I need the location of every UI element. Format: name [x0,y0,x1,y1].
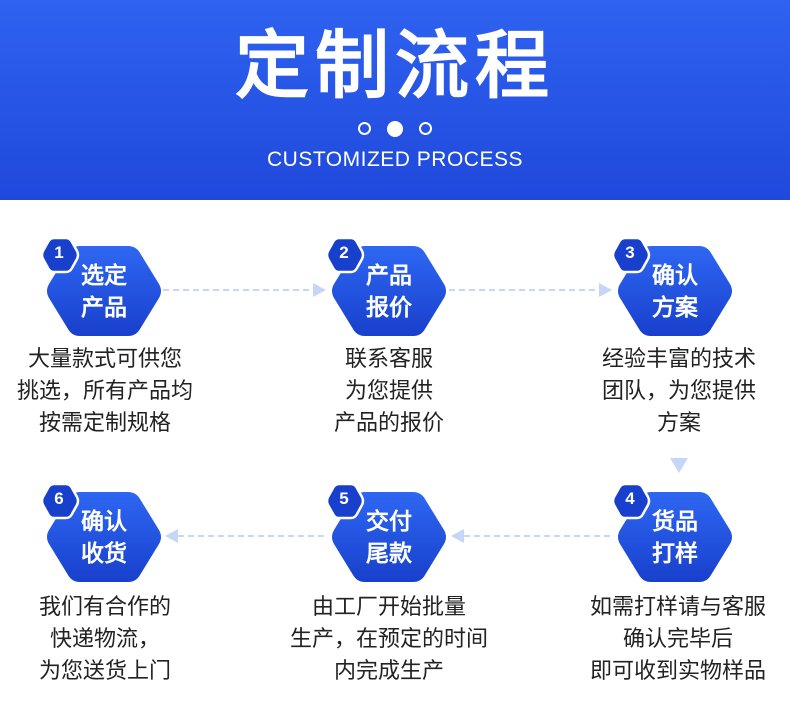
desc-line: 为您提供 [344,379,433,404]
step-1-description: 大量款式可供您 挑选，所有产品均 按需定制规格 [0,344,210,440]
step-label: 确认 收货 [44,506,164,570]
desc-line: 生产，在预定的时间 [289,627,488,652]
hexagon-shape [332,246,446,336]
page-subtitle: CUSTOMIZED PROCESS [267,148,523,171]
header-banner: 定制流程 CUSTOMIZED PROCESS [0,0,790,200]
connector-2-3 [449,283,612,297]
desc-line: 如需打样请与客服 [589,595,766,620]
page-title: 定制流程 [235,23,555,109]
step-5-description: 由工厂开始批量 生产，在预定的时间 内完成生产 [276,592,502,688]
hexagon-shape [47,492,161,582]
desc-line: 联系客服 [344,347,433,372]
hexagon-shape [332,492,446,582]
hexagon-shape [47,246,161,336]
step-6-description: 我们有合作的 快递物流， 为您送货上门 [0,592,210,688]
step-label-line1: 选定 [81,263,127,289]
step-5: 5 交付 尾款 [325,482,449,586]
step-3: 3 确认 方案 [611,236,735,340]
step-label: 货品 打样 [615,506,735,570]
step-4: 4 货品 打样 [611,482,735,586]
desc-line: 挑选，所有产品均 [16,379,193,404]
step-number: 3 [625,243,635,262]
step-label-line2: 收货 [81,541,127,567]
step-label-line1: 确认 [81,509,127,535]
step-number: 2 [339,243,349,262]
dot-right [419,122,432,135]
step-2-description: 联系客服 为您提供 产品的报价 [284,344,494,440]
desc-line: 经验丰富的技术 [601,347,756,372]
step-label: 产品 报价 [329,260,449,324]
connector-3-4 [670,458,688,473]
desc-line: 产品的报价 [333,411,444,436]
step-label-line1: 交付 [366,509,412,535]
step-number: 5 [339,489,349,508]
step-number-badge: 5 [325,482,367,520]
step-label: 选定 产品 [44,260,164,324]
desc-line: 快递物流， [49,627,160,652]
step-label-line2: 报价 [366,295,412,321]
step-label-line1: 货品 [652,509,698,535]
step-number: 4 [625,489,635,508]
desc-line: 我们有合作的 [38,595,171,620]
step-number-badge: 4 [611,482,653,520]
hexagon-shape [618,492,732,582]
hexagon-shape [618,246,732,336]
desc-line: 由工厂开始批量 [311,595,466,620]
desc-line: 即可收到实物样品 [589,659,766,684]
desc-line: 方案 [656,411,701,436]
connector-5-6 [165,529,328,543]
desc-line: 团队，为您提供 [601,379,756,404]
carousel-dots [0,118,790,138]
dot-left [358,122,371,135]
connector-4-5 [451,529,614,543]
step-number-badge: 3 [611,236,653,274]
desc-line: 内完成生产 [333,659,444,684]
connector-1-2 [163,283,326,297]
step-6: 6 确认 收货 [40,482,164,586]
desc-line: 按需定制规格 [38,411,171,436]
step-label-line1: 确认 [652,263,698,289]
desc-line: 为您送货上门 [38,659,171,684]
step-number: 6 [54,489,64,508]
step-label-line2: 尾款 [366,541,412,567]
step-1: 1 选定 产品 [40,236,164,340]
desc-line: 大量款式可供您 [27,347,182,372]
step-label: 交付 尾款 [329,506,449,570]
step-number: 1 [54,243,64,262]
step-4-description: 如需打样请与客服 确认完毕后 即可收到实物样品 [570,592,786,688]
step-label-line2: 打样 [652,541,698,567]
step-3-description: 经验丰富的技术 团队，为您提供 方案 [574,344,784,440]
step-label-line1: 产品 [366,263,412,289]
step-label: 确认 方案 [615,260,735,324]
step-number-badge: 1 [40,236,82,274]
step-label-line2: 方案 [652,295,698,321]
step-2: 2 产品 报价 [325,236,449,340]
step-number-badge: 6 [40,482,82,520]
step-number-badge: 2 [325,236,367,274]
step-label-line2: 产品 [81,295,127,321]
desc-line: 确认完毕后 [622,627,733,652]
dot-active [387,120,403,137]
